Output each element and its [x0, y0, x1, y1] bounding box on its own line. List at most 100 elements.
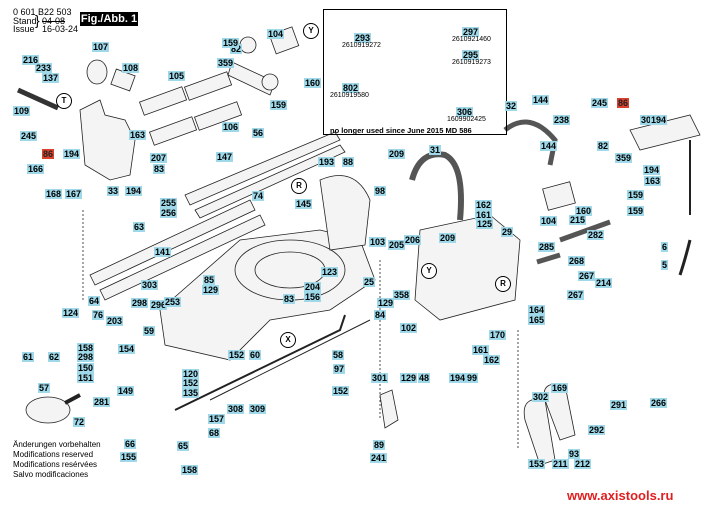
- part-callout: 359: [615, 153, 633, 163]
- figure-label: Fig./Abb. 1: [80, 12, 138, 26]
- part-callout: 157: [208, 414, 226, 424]
- part-callout: 84: [374, 310, 387, 320]
- reference-marker: R: [495, 276, 511, 292]
- part-callout: 137: [42, 73, 60, 83]
- part-callout: 152: [182, 378, 200, 388]
- part-callout: 147: [216, 152, 234, 162]
- part-callout: 292: [588, 425, 606, 435]
- part-callout: 48: [418, 373, 431, 383]
- part-callout: 158: [77, 343, 95, 353]
- part-callout: 165: [528, 315, 546, 325]
- watermark-url: www.axistools.ru: [567, 488, 674, 503]
- part-callout: 123: [321, 267, 339, 277]
- part-callout: 159: [627, 206, 645, 216]
- part-callout: 57: [38, 383, 51, 393]
- part-callout: 194: [643, 165, 661, 175]
- part-callout: 56: [252, 128, 265, 138]
- part-callout: 5: [661, 260, 669, 270]
- part-callout: 144: [532, 95, 550, 105]
- part-callout: 105: [168, 71, 186, 81]
- modification-notes: Änderungen vorbehalten Modifications res…: [13, 440, 101, 480]
- part-callout: 150: [77, 363, 95, 373]
- part-callout: 194: [63, 149, 81, 159]
- part-callout: 135: [182, 388, 200, 398]
- inset-part-number: 2610919272: [342, 42, 381, 49]
- part-callout: 152: [332, 386, 350, 396]
- part-callout: 281: [93, 397, 111, 407]
- part-callout: 359: [217, 58, 235, 68]
- part-callout: 169: [551, 383, 569, 393]
- reference-marker: Y: [421, 263, 437, 279]
- part-callout: 30: [640, 115, 653, 125]
- part-callout: 245: [591, 98, 609, 108]
- part-callout: 156: [304, 292, 322, 302]
- part-callout: 129: [400, 373, 418, 383]
- part-callout: 145: [295, 199, 313, 209]
- highlighted-part-callout: 86: [617, 98, 630, 108]
- part-callout: 33: [107, 186, 120, 196]
- part-callout: 124: [62, 308, 80, 318]
- part-callout: 193: [318, 157, 336, 167]
- part-callout: 159: [627, 190, 645, 200]
- part-callout: 238: [553, 115, 571, 125]
- part-callout: 256: [160, 208, 178, 218]
- part-callout: 125: [476, 219, 494, 229]
- part-callout: 211: [552, 459, 569, 469]
- part-callout: 63: [133, 222, 146, 232]
- part-callout: 266: [650, 398, 668, 408]
- part-callout: 164: [528, 305, 546, 315]
- part-callout: 98: [374, 186, 387, 196]
- part-callout: 108: [122, 63, 140, 73]
- part-callout: 168: [45, 189, 63, 199]
- part-callout: 88: [342, 157, 355, 167]
- part-callout: 155: [120, 452, 138, 462]
- part-callout: 160: [575, 206, 593, 216]
- part-callout: 64: [88, 296, 101, 306]
- part-callout: 303: [141, 280, 159, 290]
- part-callout: 285: [538, 242, 556, 252]
- inset-part-number: 2610921460: [452, 36, 491, 43]
- part-callout: 206: [404, 235, 422, 245]
- part-callout: 166: [27, 164, 45, 174]
- part-callout: 245: [20, 131, 38, 141]
- inset-callout: 295: [462, 50, 480, 60]
- inset-callout: 306: [456, 107, 474, 117]
- brace: }: [35, 12, 40, 28]
- note-line: Salvo modificaciones: [13, 470, 89, 479]
- part-callout: 298: [131, 298, 149, 308]
- part-callout: 97: [333, 364, 346, 374]
- part-callout: 358: [393, 290, 411, 300]
- highlighted-part-callout: 86: [42, 149, 55, 159]
- part-callout: 68: [208, 428, 221, 438]
- part-callout: 65: [177, 441, 190, 451]
- part-callout: 153: [528, 459, 546, 469]
- inset-part-number: 1609902425: [447, 116, 486, 123]
- part-callout: 207: [150, 153, 168, 163]
- part-callout: 151: [77, 373, 95, 383]
- part-callout: 203: [106, 316, 124, 326]
- part-callout: 103: [369, 237, 387, 247]
- part-callout: 160: [304, 78, 322, 88]
- note-line: Modifications resérvées: [13, 460, 98, 469]
- part-callout: 62: [48, 352, 61, 362]
- reference-marker: T: [56, 93, 72, 109]
- part-callout: 32: [505, 101, 518, 111]
- part-callout: 93: [568, 449, 581, 459]
- part-callout: 170: [489, 330, 507, 340]
- part-callout: 241: [370, 453, 388, 463]
- reference-marker: X: [280, 332, 296, 348]
- part-callout: 212: [574, 459, 592, 469]
- part-callout: 302: [532, 392, 550, 402]
- inset-part-number: 2610919580: [330, 92, 369, 99]
- part-callout: 163: [644, 176, 662, 186]
- part-callout: 301: [371, 373, 389, 383]
- part-callout: 296: [150, 300, 168, 310]
- issue-label: Issue: [13, 24, 35, 34]
- part-callout: 233: [35, 63, 53, 73]
- part-callout: 215: [569, 215, 587, 225]
- part-callout: 102: [400, 323, 418, 333]
- part-callout: 204: [304, 282, 322, 292]
- inset-note: no longer used since June 2015 MD 586: [330, 126, 472, 135]
- part-callout: 158: [181, 465, 199, 475]
